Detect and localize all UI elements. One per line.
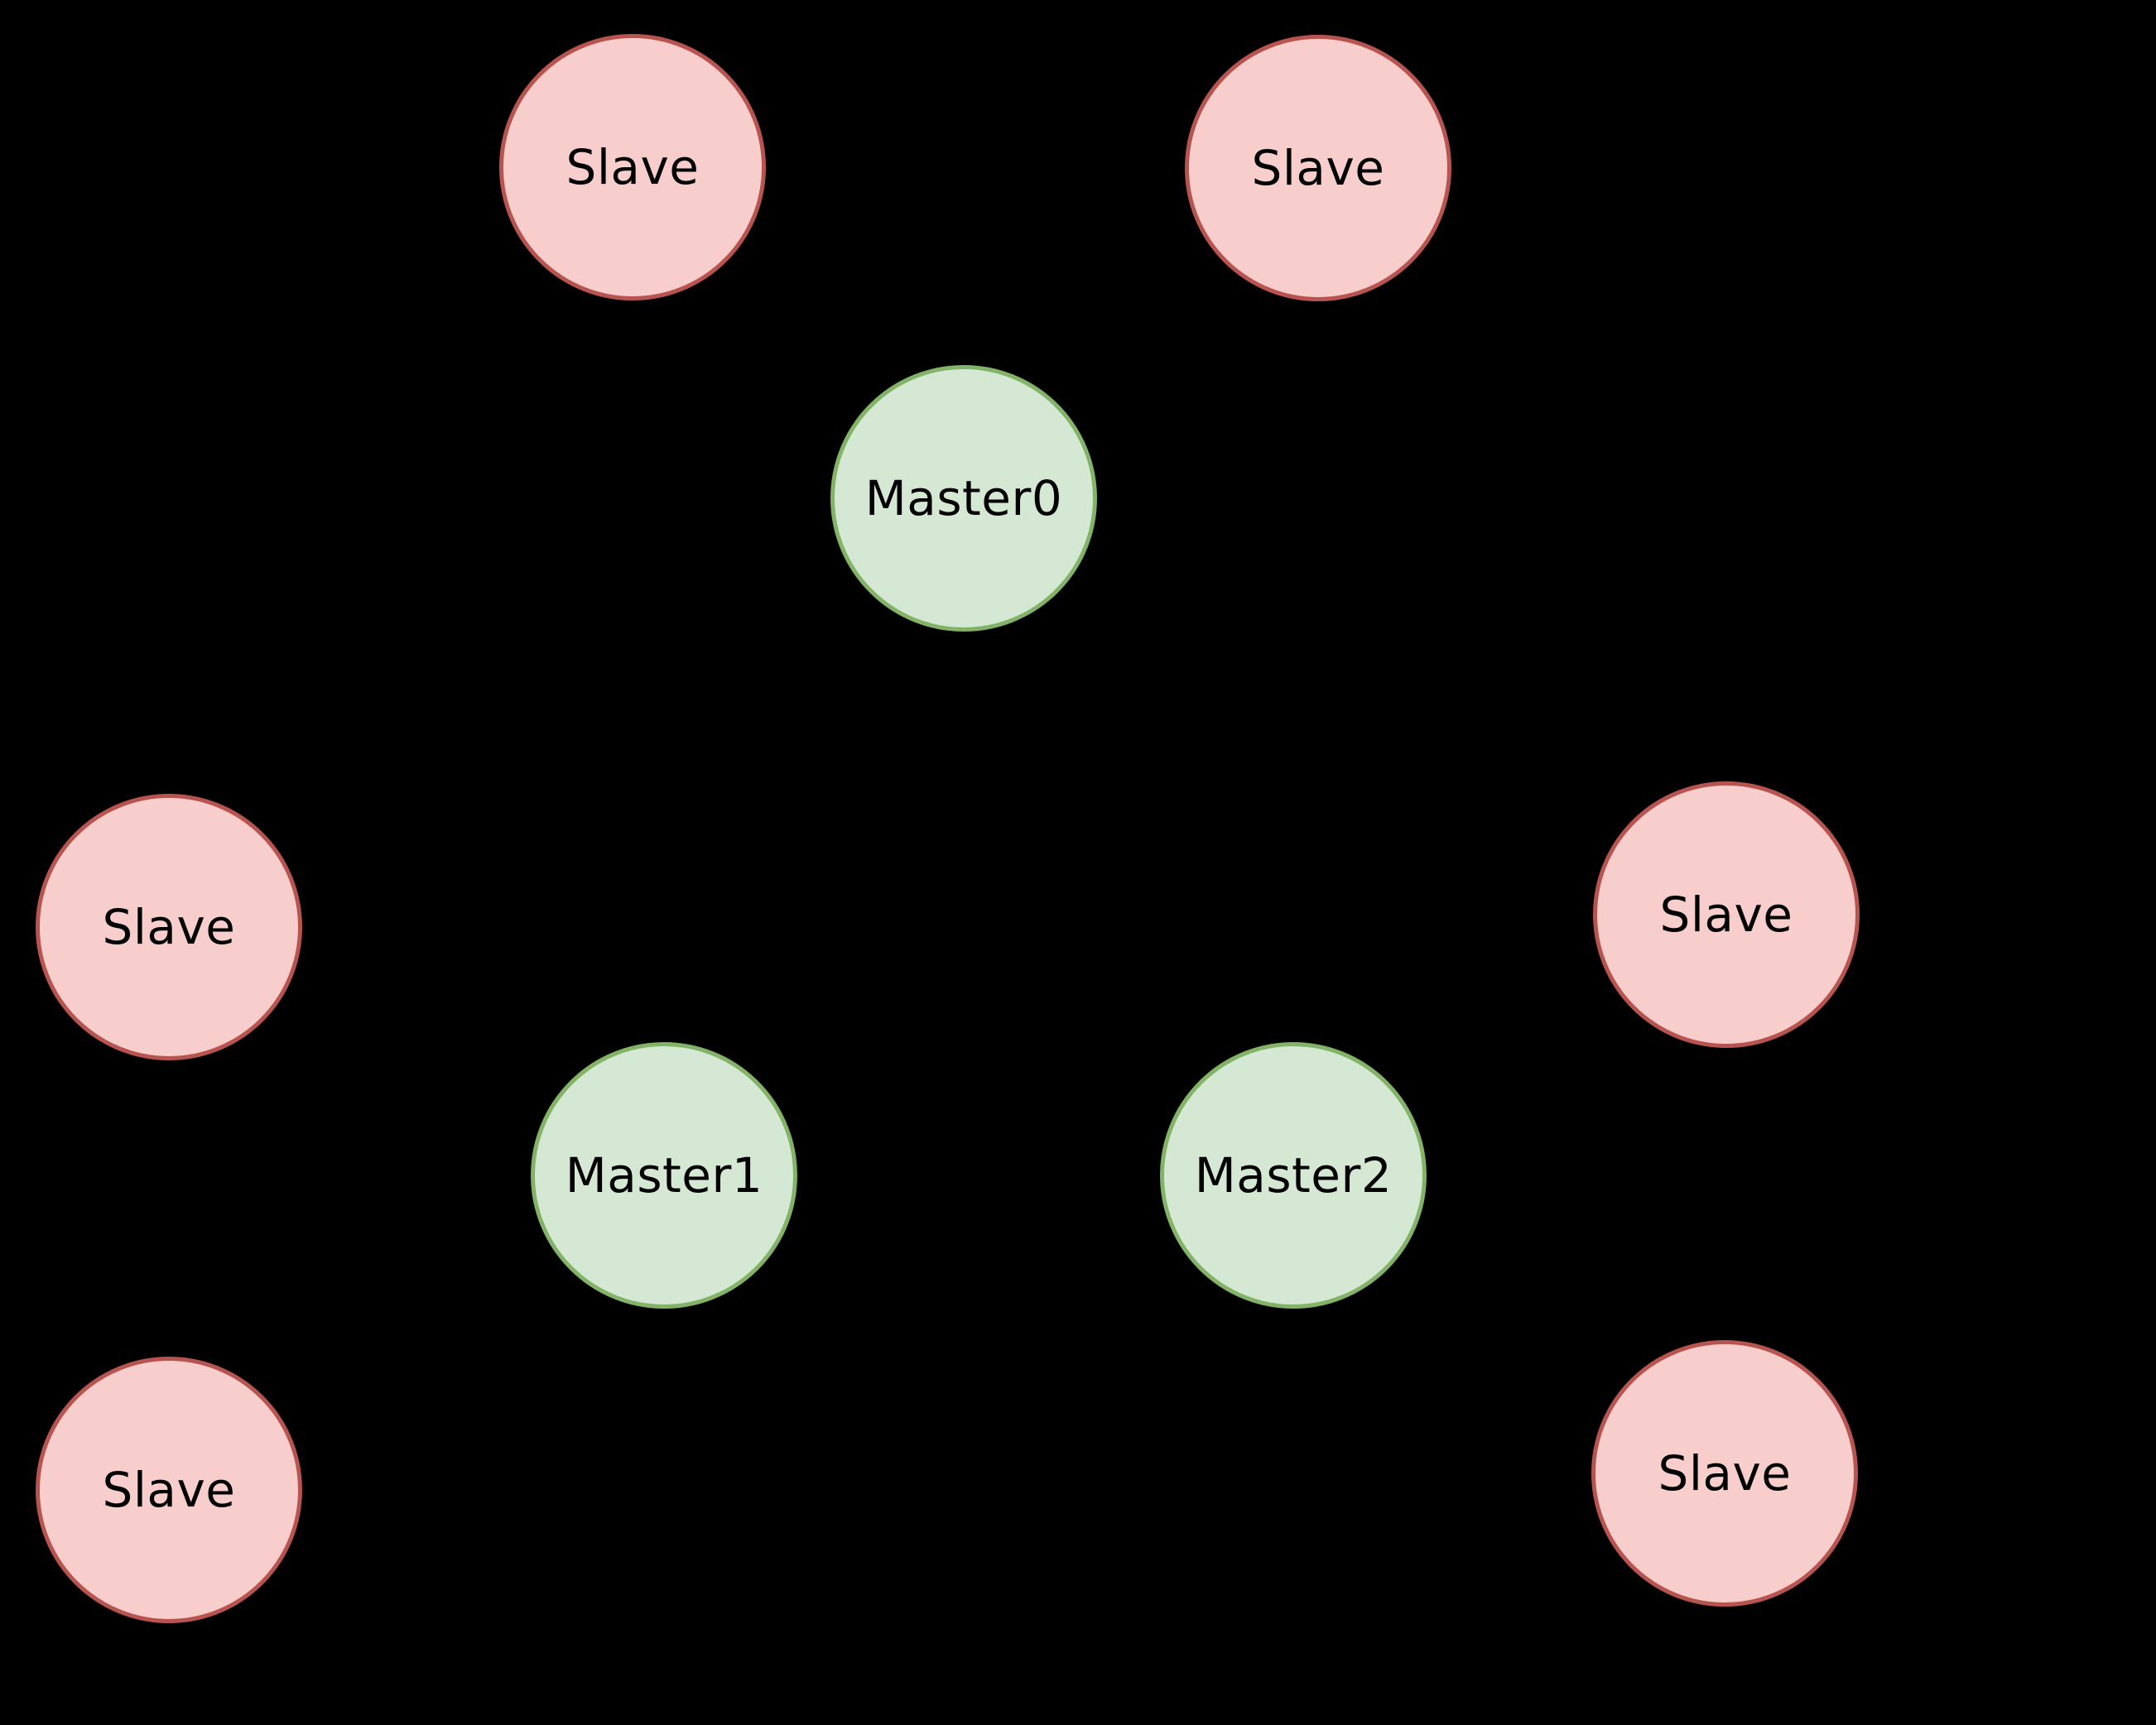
edge-master0-to-slave-top-right xyxy=(1060,258,1221,409)
node-label: Slave xyxy=(1659,887,1793,943)
node-slave-bottom-left[interactable]: Slave xyxy=(36,1357,302,1623)
node-label: Master0 xyxy=(864,470,1063,526)
edge-master2-to-slave-bottom-right xyxy=(1402,1249,1615,1398)
edge-master2-to-slave-mid-right xyxy=(1406,983,1612,1108)
node-label: Slave xyxy=(102,1462,236,1518)
node-master0[interactable]: Master0 xyxy=(830,365,1097,632)
node-label: Master2 xyxy=(1194,1147,1393,1204)
edge-master1-to-slave-bottom-left xyxy=(282,1245,553,1420)
node-label: Slave xyxy=(102,899,236,955)
node-master2[interactable]: Master2 xyxy=(1160,1042,1427,1309)
node-slave-top-left[interactable]: Slave xyxy=(499,34,766,300)
node-label: Master1 xyxy=(565,1147,763,1204)
edge-master1-to-slave-mid-left xyxy=(288,986,546,1117)
node-label: Slave xyxy=(1658,1445,1792,1502)
node-slave-mid-right[interactable]: Slave xyxy=(1593,781,1860,1048)
edge-master0-to-slave-top-left xyxy=(726,261,871,406)
node-master1[interactable]: Master1 xyxy=(531,1042,797,1309)
edge-master0-to-master2 xyxy=(1020,617,1236,1055)
edge-master0-to-master1 xyxy=(717,619,912,1053)
node-label: Slave xyxy=(565,139,700,195)
node-slave-mid-left[interactable]: Slave xyxy=(36,794,302,1060)
node-label: Slave xyxy=(1251,140,1385,196)
node-slave-bottom-right[interactable]: Slave xyxy=(1591,1340,1858,1607)
node-slave-top-right[interactable]: Slave xyxy=(1185,35,1451,301)
